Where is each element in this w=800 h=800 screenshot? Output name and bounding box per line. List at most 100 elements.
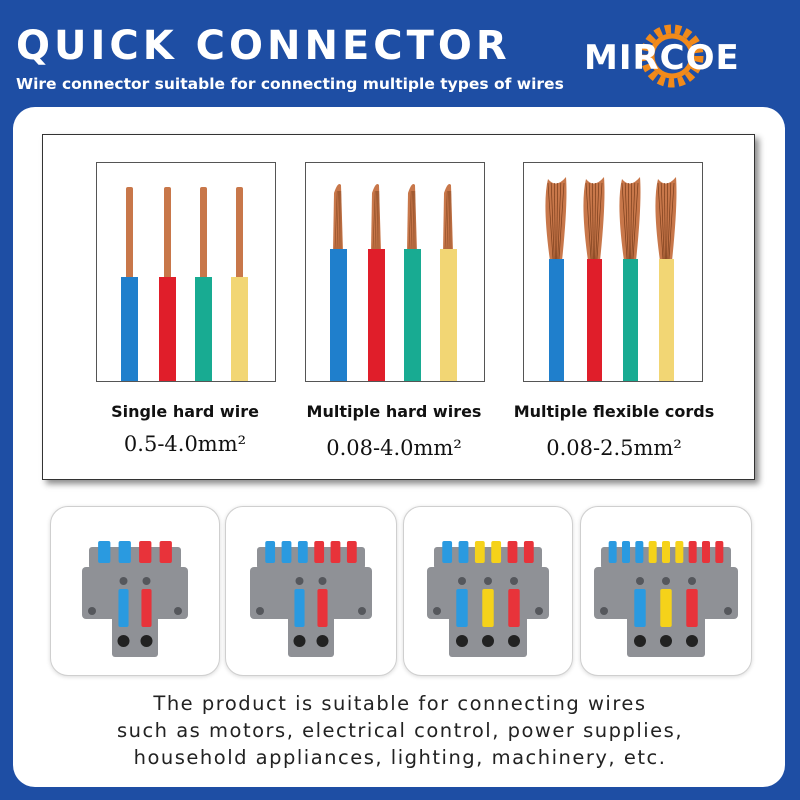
wire-port [508, 635, 520, 647]
output-lever [118, 541, 131, 563]
wire-insulation [231, 277, 248, 381]
mount-hole [358, 607, 366, 615]
page-title: QUICK CONNECTOR [16, 23, 511, 69]
wire-insulation [549, 259, 564, 381]
test-hole [688, 577, 696, 585]
test-hole [510, 577, 518, 585]
output-lever [330, 541, 341, 563]
connector-illustration [82, 541, 188, 657]
page-subtitle: Wire connector suitable for connecting m… [16, 75, 564, 93]
wire-port [140, 635, 153, 647]
mount-hole [256, 607, 264, 615]
copper-conductor [200, 187, 207, 279]
output-lever [702, 541, 710, 563]
solid-wire-illustration [121, 187, 248, 381]
test-hole [318, 577, 327, 585]
input-lever [508, 589, 520, 627]
mount-hole [433, 607, 441, 615]
brand-logo: MIRCOE [574, 20, 774, 90]
input-lever [634, 589, 646, 627]
output-lever [265, 541, 276, 563]
flexible-conductor [655, 177, 677, 261]
output-lever [98, 541, 111, 563]
wire-insulation [368, 249, 385, 381]
wire-insulation [623, 259, 638, 381]
copper-conductor [126, 187, 133, 279]
wire-port [686, 635, 698, 647]
output-lever [662, 541, 670, 563]
wire-insulation [159, 277, 176, 381]
flexible-conductor [583, 177, 605, 261]
stranded-wire-illustration [330, 184, 457, 381]
connector-card [580, 506, 752, 676]
output-lever [715, 541, 724, 563]
wire-port [117, 635, 130, 647]
wire-port [660, 635, 672, 647]
output-lever [346, 541, 357, 563]
input-lever [294, 589, 305, 627]
wire-port [456, 635, 468, 647]
wire-port [634, 635, 646, 647]
footer-line: such as motors, electrical control, powe… [116, 719, 684, 742]
gear-icon [640, 24, 704, 88]
output-lever [314, 541, 325, 563]
wire-type-label: Single hard wire [111, 402, 259, 421]
flexible-conductor [545, 177, 567, 261]
output-lever [139, 541, 152, 563]
wire-port [316, 635, 329, 647]
wire-size-range: 0.08-4.0mm² [326, 436, 462, 460]
output-lever [159, 541, 172, 563]
wire-insulation [659, 259, 674, 381]
connector-illustration [594, 541, 738, 657]
footer-line: The product is suitable for connecting w… [153, 692, 647, 715]
wire-size-range: 0.5-4.0mm² [123, 432, 247, 456]
output-lever [491, 541, 502, 563]
output-lever [608, 541, 617, 563]
flexible-conductor [619, 177, 641, 261]
wire-insulation [440, 249, 457, 381]
wire-card-multiple-hard [305, 162, 485, 382]
wire-port [293, 635, 306, 647]
copper-conductor [236, 187, 243, 279]
test-hole [458, 577, 466, 585]
wire-insulation [195, 277, 212, 381]
test-hole [662, 577, 670, 585]
output-lever [458, 541, 469, 563]
output-lever [688, 541, 697, 563]
test-hole [295, 577, 304, 585]
logo-text: MIRCOE [584, 38, 740, 78]
output-housing [89, 547, 181, 569]
input-lever [482, 589, 494, 627]
mount-hole [600, 607, 608, 615]
connector-card [403, 506, 573, 676]
output-lever [474, 541, 485, 563]
output-lever [675, 541, 684, 563]
input-lever [686, 589, 698, 627]
wire-type-label: Multiple hard wires [306, 402, 482, 421]
footer-line: household appliances, lighting, machiner… [133, 746, 667, 769]
connector-illustration [427, 541, 549, 657]
connector-card [50, 506, 220, 676]
output-lever [523, 541, 534, 563]
output-lever [635, 541, 644, 563]
input-lever [141, 589, 152, 627]
wire-port [482, 635, 494, 647]
output-lever [622, 541, 630, 563]
input-lever [660, 589, 672, 627]
wire-insulation [330, 249, 347, 381]
output-lever [442, 541, 453, 563]
input-lever [118, 589, 129, 627]
wire-insulation [587, 259, 602, 381]
wire-card-single-hard [96, 162, 276, 382]
flexible-wire-illustration [545, 177, 677, 381]
wire-card-multiple-flexible [523, 162, 703, 382]
test-hole [119, 577, 128, 585]
output-lever [507, 541, 518, 563]
footer-description: The product is suitable for connecting w… [40, 690, 760, 771]
mount-hole [174, 607, 182, 615]
input-lever [456, 589, 468, 627]
wire-type-label: Multiple flexible cords [513, 402, 715, 421]
mount-hole [535, 607, 543, 615]
connector-card [225, 506, 397, 676]
copper-conductor [164, 187, 171, 279]
